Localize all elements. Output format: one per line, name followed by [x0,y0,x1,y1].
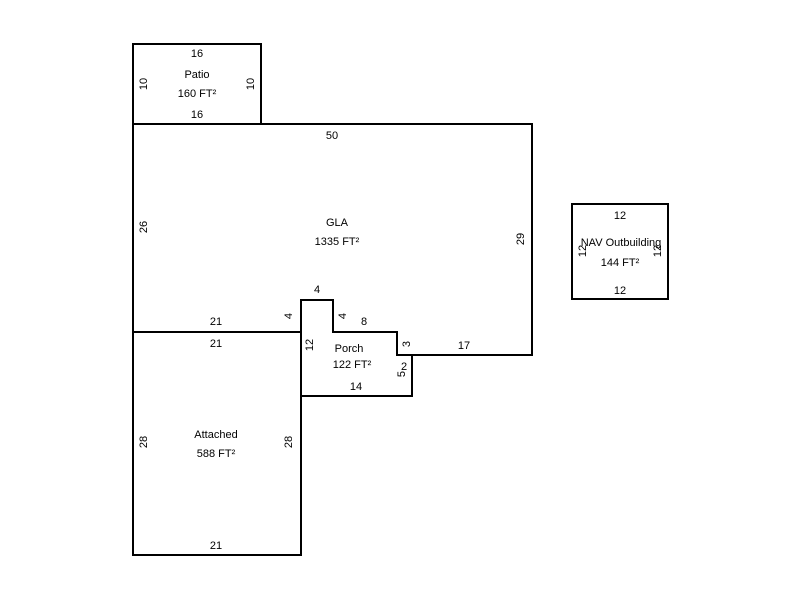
gla-area: 50 GLA 1335 FT² 26 29 21 4 4 4 8 3 17 [132,123,533,356]
porch-area: 12 Porch 122 FT² 5 2 14 [301,339,413,397]
gla-bottom-left-dim: 21 [210,316,222,328]
gla-left-dim: 26 [138,221,150,233]
attached-left-dim: 28 [138,436,150,448]
outbuilding-left-dim: 12 [577,245,589,257]
outbuilding-right-dim: 12 [652,245,664,257]
gla-notch-left-dim: 4 [283,313,295,319]
gla-right-dim: 29 [515,233,527,245]
outbuilding-outline [571,203,669,300]
attached-outline [132,331,302,556]
gla-step-right-dim: 3 [401,341,413,347]
patio-top-dim: 16 [191,48,203,60]
patio-label: Patio [184,69,209,81]
outbuilding-area-value: 144 FT² [601,257,640,269]
gla-label: GLA [326,217,349,229]
patio-area: 16 Patio 160 FT² 16 10 10 [132,43,262,125]
gla-notch-top-dim: 4 [314,284,320,296]
gla-bottom-right-dim: 17 [458,340,470,352]
gla-notch-right-dim: 4 [337,313,349,319]
porch-left-dim: 12 [304,339,316,351]
porch-right-dim-b: 2 [401,361,407,373]
porch-outline [301,355,413,397]
attached-area-value: 588 FT² [197,448,236,460]
porch-right-dim-a: 5 [396,371,408,377]
porch-area-value: 122 FT² [333,359,372,371]
porch-label: Porch [335,343,364,355]
patio-bottom-dim: 16 [191,109,203,121]
outbuilding-area: 12 NAV Outbuilding 144 FT² 12 12 12 [571,203,669,300]
outbuilding-label: NAV Outbuilding [581,237,662,249]
patio-right-dim: 10 [245,78,257,90]
gla-top-dim: 50 [326,130,338,142]
outbuilding-bottom-dim: 12 [614,285,626,297]
attached-bottom-dim: 21 [210,540,222,552]
attached-label: Attached [194,429,237,441]
patio-area-value: 160 FT² [178,88,217,100]
patio-left-dim: 10 [138,78,150,90]
attached-right-dim: 28 [283,436,295,448]
porch-bottom-dim: 14 [350,381,362,393]
attached-area: 21 Attached 588 FT² 28 28 21 [132,331,302,556]
attached-top-dim: 21 [210,338,222,350]
outbuilding-top-dim: 12 [614,210,626,222]
gla-area-value: 1335 FT² [315,236,360,248]
gla-step-top-dim: 8 [361,316,367,328]
